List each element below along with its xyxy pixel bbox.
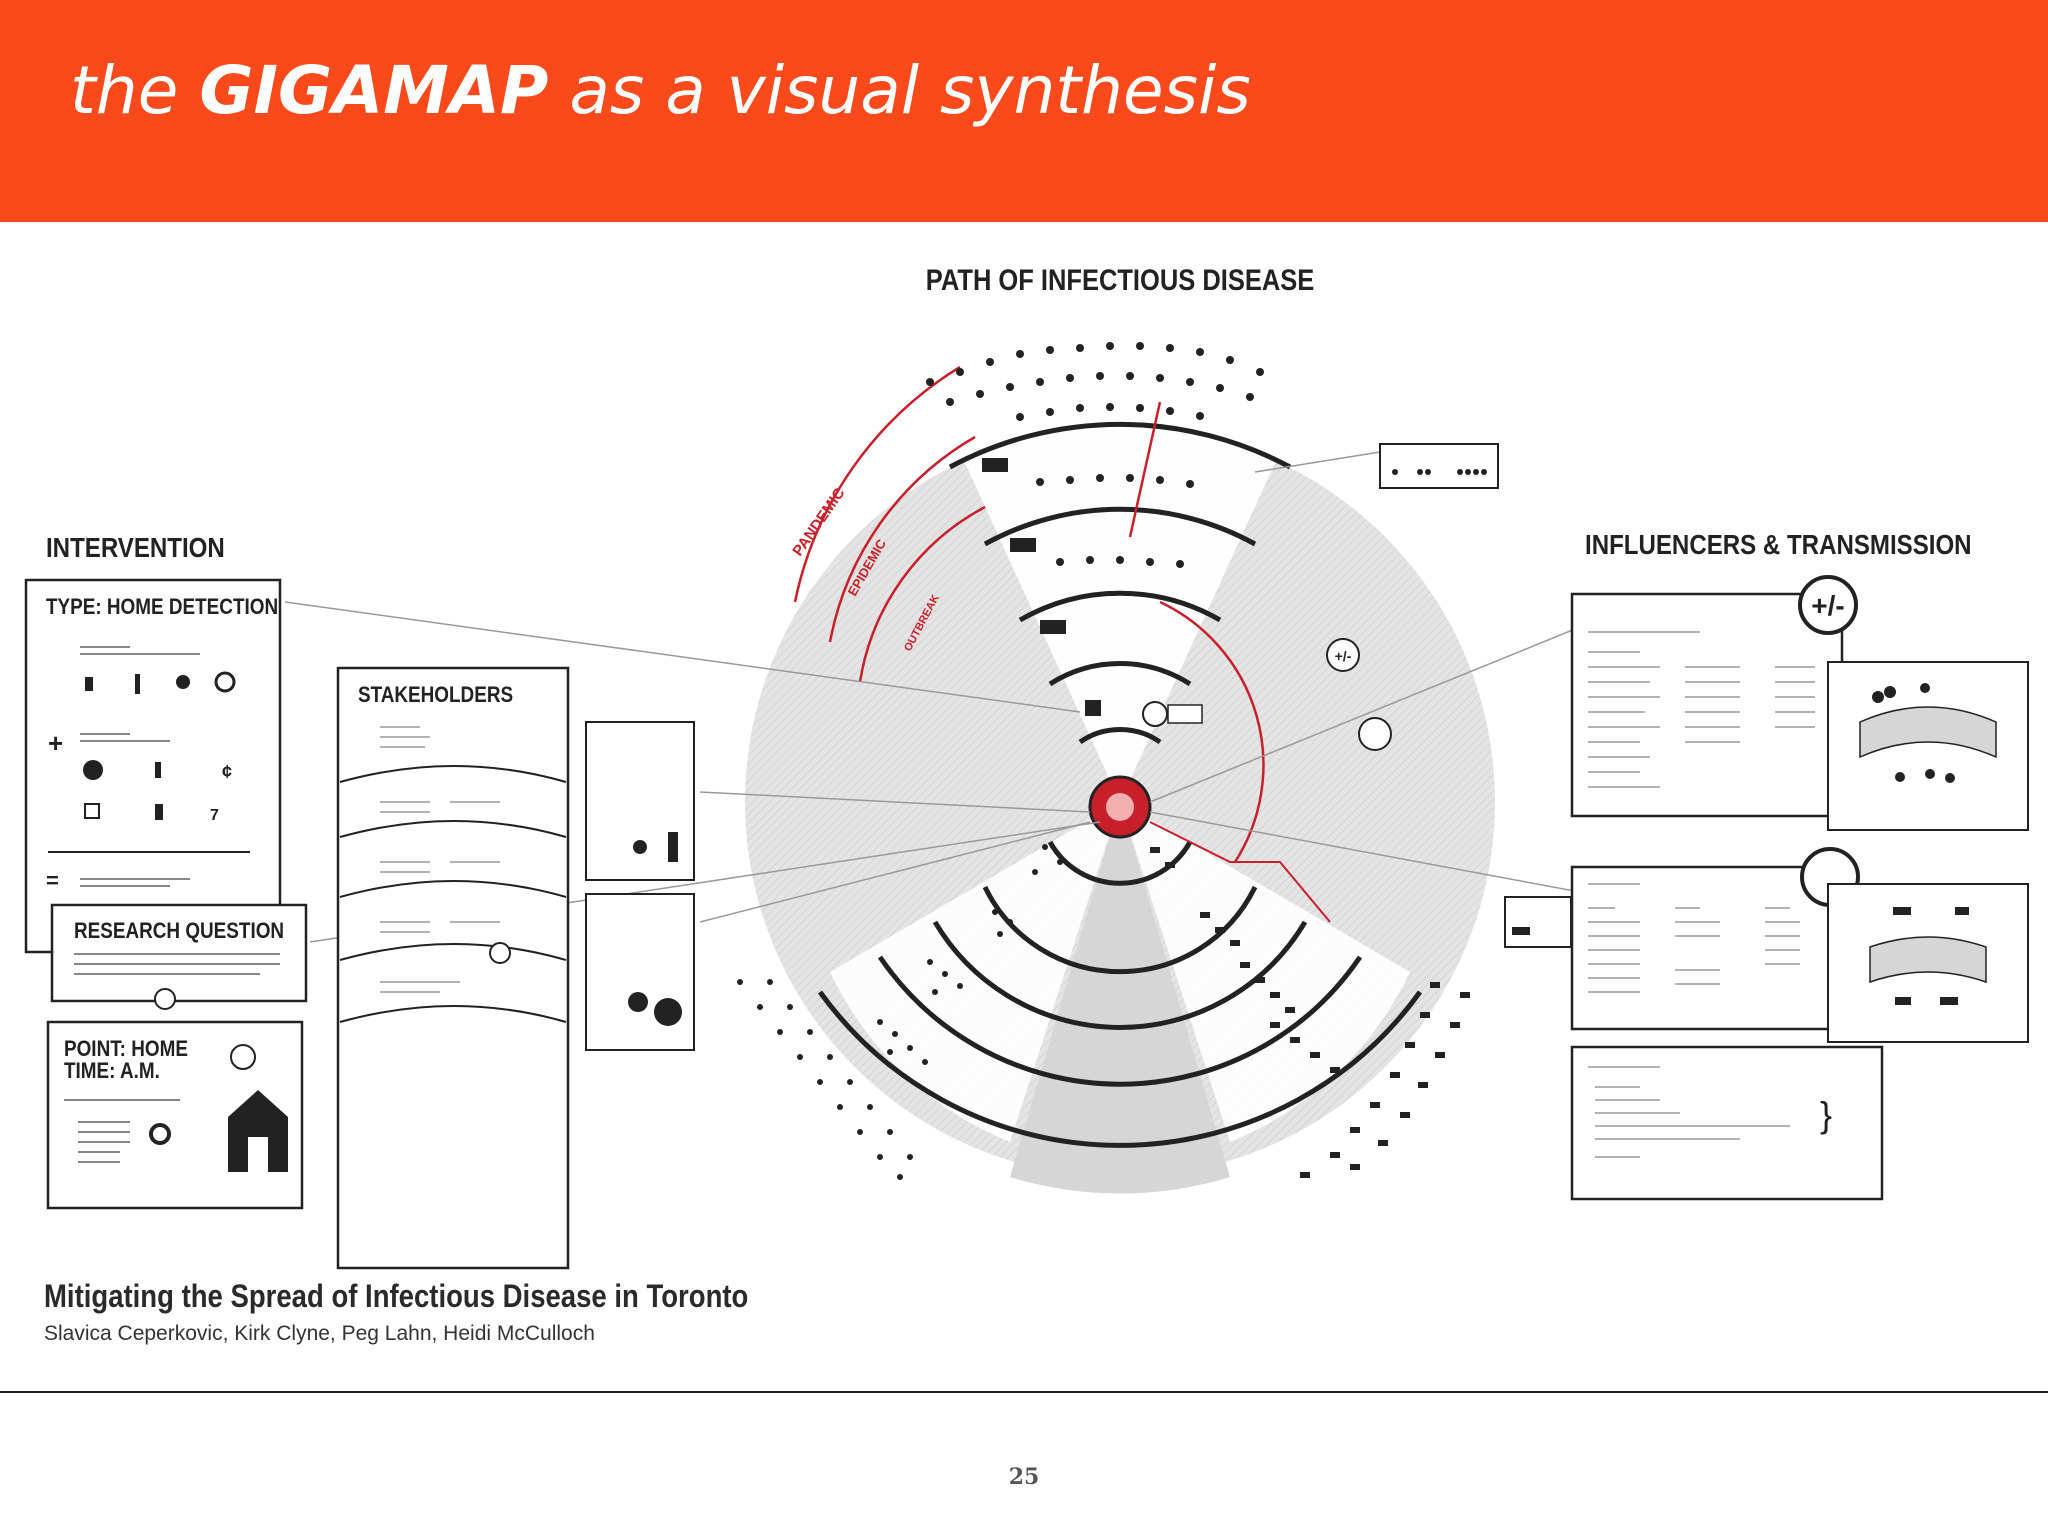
svg-text:=: = xyxy=(46,868,59,893)
title-prefix: the xyxy=(70,52,179,129)
title-suffix: as a visual synthesis xyxy=(569,52,1251,129)
transmission-line xyxy=(1149,821,1331,923)
title-emphasis: GIGAMAP xyxy=(199,52,549,129)
slide-title: the GIGAMAP as a visual synthesis xyxy=(70,52,1251,129)
footer-divider xyxy=(0,1391,2048,1393)
info-badge xyxy=(1142,701,1168,727)
plus-minus-badge xyxy=(1326,638,1360,672)
point-label: POINT: HOME xyxy=(64,1037,188,1062)
top-arcs xyxy=(948,421,1292,745)
svg-text:+: + xyxy=(48,728,63,758)
svg-text:+/-: +/- xyxy=(1811,590,1844,621)
influencers-card xyxy=(1570,592,1844,818)
influencers-heading: INFLUENCERS & TRANSMISSION xyxy=(1585,528,1972,560)
title-bar: the GIGAMAP as a visual synthesis xyxy=(0,0,2048,222)
house-icon xyxy=(228,1090,288,1172)
home-detection-title: TYPE: HOME DETECTION xyxy=(46,595,278,620)
info-icon xyxy=(230,1044,256,1070)
spread-arcs xyxy=(793,365,1265,863)
path-legend-box xyxy=(1379,443,1499,489)
svg-text:+/-: +/- xyxy=(1335,648,1352,664)
home-detection-card xyxy=(24,578,282,954)
project-authors: Slavica Ceperkovic, Kirk Clyne, Peg Lahn… xyxy=(44,1322,595,1345)
bottom-arcs xyxy=(817,840,1423,1148)
z-badge xyxy=(154,988,176,1010)
page-number: 25 xyxy=(1008,1464,1040,1490)
svg-text:7: 7 xyxy=(210,807,219,824)
stakeholders-heading: STAKEHOLDERS xyxy=(358,683,513,708)
animal-badge xyxy=(1358,717,1392,751)
crowd-bottom-left xyxy=(737,844,1063,1180)
svg-text:¢: ¢ xyxy=(222,762,232,782)
vector-box xyxy=(1504,896,1572,948)
transmission-card xyxy=(1570,865,1844,1031)
plus-minus-icon xyxy=(1798,575,1858,635)
detection-icons: + ¢ 7 = xyxy=(46,671,250,893)
research-question-heading: RESEARCH QUESTION xyxy=(74,919,284,944)
time-label: TIME: A.M. xyxy=(64,1059,160,1084)
intervention-heading: INTERVENTION xyxy=(46,531,225,563)
stakeholder-bands xyxy=(339,765,567,1023)
key-insights-card xyxy=(1570,1045,1884,1201)
pandemic-label: PANDEMIC xyxy=(789,485,848,560)
project-title: Mitigating the Spread of Infectious Dise… xyxy=(44,1278,749,1314)
stakeholder-info-icon xyxy=(489,942,511,964)
herd-bottom-right xyxy=(1150,847,1470,1178)
bottom-wedge xyxy=(1010,802,1230,1194)
info-note xyxy=(1167,704,1203,724)
svg-text:}: } xyxy=(1820,1094,1832,1135)
organism-card xyxy=(585,893,695,1051)
detection-text-lines xyxy=(80,646,200,887)
gigamap-diagram: PATH OF INFECTIOUS DISEASE PANDEMIC EPID… xyxy=(24,263,2029,1270)
crowd-top xyxy=(926,342,1264,716)
map-title: PATH OF INFECTIOUS DISEASE xyxy=(926,263,1314,296)
top-wedge xyxy=(960,416,1280,802)
stakeholders-card xyxy=(336,666,570,1270)
